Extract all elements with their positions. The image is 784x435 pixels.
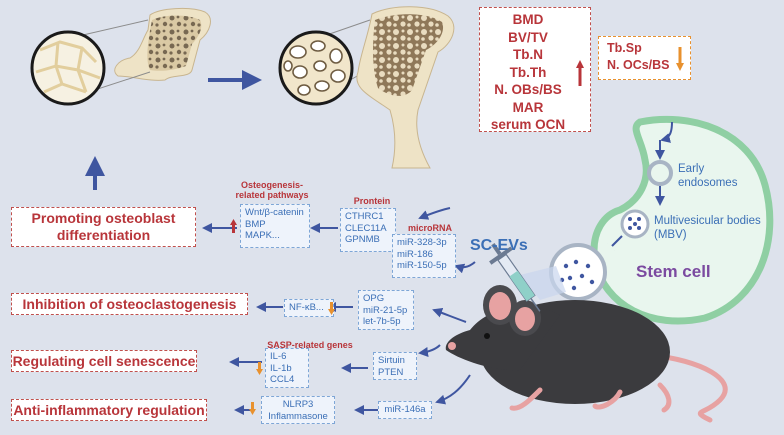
mirna-item: OPG bbox=[363, 293, 385, 304]
nfkb-text: NF-κB... bbox=[289, 302, 324, 313]
inflammasome-box: NLRP3 Inflammasone bbox=[261, 396, 335, 424]
pathway-item: BMP bbox=[245, 218, 266, 230]
metric-item: N. OBs/BS bbox=[494, 82, 562, 97]
multivesicular-body-icon bbox=[620, 209, 650, 239]
metrics-decrease-box: Tb.Sp N. OCs/BS bbox=[598, 36, 691, 80]
label-early-endosomes: Early endosomes bbox=[678, 163, 738, 189]
protein-item: GPNMB bbox=[345, 234, 380, 245]
sirtuin-item: Sirtuin bbox=[378, 355, 405, 366]
mirna-top-box: miR-328-3p miR-186 miR-150-5p bbox=[392, 234, 456, 278]
metric-item: Tb.Sp bbox=[607, 41, 642, 55]
metric-item: Tb.Th bbox=[509, 64, 547, 80]
metric-item: MAR bbox=[512, 99, 544, 115]
mirna-item: miR-328-3p bbox=[397, 237, 447, 248]
proteins-box: CTHRC1 CLEC11A GPNMB bbox=[340, 208, 396, 252]
label-microrna: microRNA bbox=[407, 223, 452, 233]
metric-item: BMD bbox=[512, 12, 544, 27]
ev-beam bbox=[520, 266, 566, 300]
sasp-item: CCL4 bbox=[270, 374, 295, 385]
early-endosome-icon bbox=[647, 160, 673, 186]
mirna-mid-box: OPG miR-21-5p let-7b-5p bbox=[358, 290, 414, 330]
magnifier-osteoporotic bbox=[30, 30, 106, 106]
femur-healthy bbox=[356, 6, 455, 169]
endocytosis-curve-arrow bbox=[660, 121, 673, 143]
metric-item: N. OCs/BS bbox=[607, 58, 670, 72]
outcome-osteoclast: Inhibition of osteoclastogenesis bbox=[11, 293, 248, 315]
label-sasp: SASP-related genes bbox=[267, 340, 353, 350]
mirna-item: miR-150-5p bbox=[397, 260, 447, 271]
label-osteo-pathways: Osteogenesis-related pathways bbox=[235, 180, 309, 200]
pathway-item: Wnt/β-catenin bbox=[245, 207, 304, 218]
up-arrow-icon bbox=[230, 219, 237, 233]
metric-item: Tb.N bbox=[513, 47, 543, 62]
inflam-item: NLRP3 bbox=[282, 399, 314, 410]
down-arrow-icon bbox=[676, 47, 684, 71]
nfkb-box: NF-κB... bbox=[284, 299, 335, 317]
magnifier-healthy bbox=[278, 30, 354, 106]
up-arrow-icon bbox=[576, 60, 584, 86]
label-protein: Prontein bbox=[353, 196, 391, 206]
outcome-osteoblast: Promoting osteoblast differentiation bbox=[11, 207, 196, 247]
mir146-box: miR-146a bbox=[378, 401, 432, 419]
down-arrow-icon bbox=[249, 402, 256, 415]
syringe-icon bbox=[489, 242, 541, 312]
mirna-item: miR-186 bbox=[397, 248, 433, 260]
metric-item: serum OCN bbox=[490, 117, 566, 132]
mir146-text: miR-146a bbox=[384, 404, 426, 415]
inflam-item: Inflammasone bbox=[268, 410, 328, 422]
down-arrow-icon bbox=[328, 302, 335, 315]
pathways-box: Wnt/β-catenin BMP MAPK... bbox=[240, 204, 310, 248]
outcome-inflammation: Anti-inflammatory regulation bbox=[11, 399, 207, 421]
metric-item: BV/TV bbox=[508, 29, 548, 45]
protein-item: CTHRC1 bbox=[345, 211, 384, 222]
sasp-item: IL-6 bbox=[270, 351, 287, 362]
mirna-item: miR-21-5p bbox=[363, 304, 408, 316]
outcome-senescence: Regulating cell senescence bbox=[11, 350, 197, 372]
label-sc-evs: SC-EVs bbox=[470, 237, 528, 254]
pathway-arrows bbox=[202, 207, 476, 415]
mouse-illustration bbox=[445, 285, 728, 423]
femur-osteoporotic bbox=[114, 7, 211, 81]
sirtuin-item: PTEN bbox=[378, 366, 404, 378]
sasp-genes-box: IL-6 IL-1b CCL4 bbox=[265, 348, 309, 388]
metrics-increase-box: BMD BV/TV Tb.N Tb.Th N. OBs/BS MAR serum… bbox=[479, 7, 591, 132]
label-stem-cell: Stem cell bbox=[636, 262, 711, 281]
sirtuin-box: Sirtuin PTEN bbox=[373, 352, 417, 380]
protein-item: CLEC11A bbox=[345, 222, 387, 234]
mirna-item: let-7b-5p bbox=[363, 316, 401, 327]
pathway-item: MAPK... bbox=[245, 230, 280, 241]
down-arrow-icon bbox=[256, 362, 263, 375]
stem-cell-shape bbox=[590, 115, 774, 325]
label-mvb: Multivesicular bodies (MBV) bbox=[654, 215, 761, 241]
sasp-item: IL-1b bbox=[270, 362, 292, 374]
